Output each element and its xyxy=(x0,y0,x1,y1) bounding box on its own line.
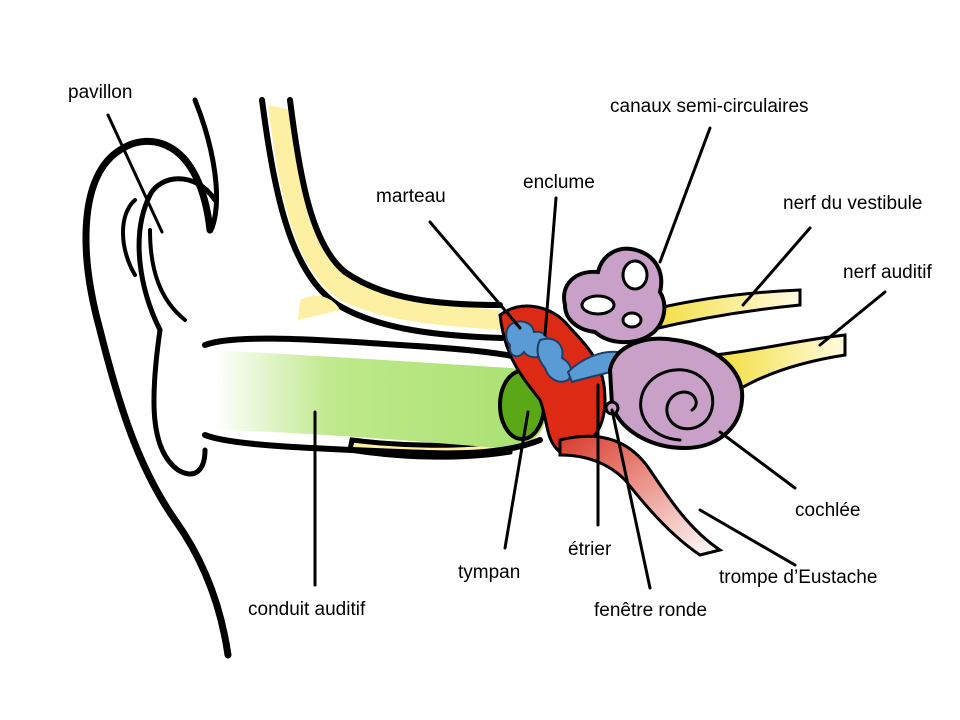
leader-pavillon xyxy=(106,113,164,234)
label-etrier: étrier xyxy=(568,539,612,560)
label-marteau: marteau xyxy=(376,186,446,207)
inner-ear xyxy=(562,246,745,451)
anvil xyxy=(536,337,573,383)
canal-hole-2 xyxy=(580,294,616,316)
bone-posterior xyxy=(298,295,340,320)
leader-trompe-d-eustache xyxy=(698,508,797,567)
ear-canal xyxy=(202,335,546,457)
leader-canaux-semi-circulaires xyxy=(658,126,712,264)
leader-enclume xyxy=(543,196,558,337)
leader-fenetre-ronde xyxy=(610,408,652,590)
leader-marteau xyxy=(428,220,522,330)
leader-cochlee xyxy=(718,430,797,490)
semicircular-canals xyxy=(562,246,667,345)
nerves xyxy=(648,288,847,398)
label-nerf-auditif: nerf auditif xyxy=(843,262,932,283)
pinna xyxy=(82,97,232,659)
leader-tympan xyxy=(503,410,530,550)
label-enclume: enclume xyxy=(523,172,595,193)
leader-lines xyxy=(106,113,887,590)
label-canaux-semi-circulaires: canaux semi-circulaires xyxy=(610,96,809,117)
bone-upper xyxy=(268,105,500,330)
label-nerf-du-vestibule: nerf du vestibule xyxy=(783,193,922,214)
auditory-nerve xyxy=(712,333,847,398)
label-fenetre-ronde: fenêtre ronde xyxy=(594,600,707,621)
labels: pavillon conduit auditif tympan marteau … xyxy=(68,82,932,621)
vestibular-nerve xyxy=(648,288,802,332)
label-trompe-d-eustache: trompe d’Eustache xyxy=(719,567,877,588)
leader-nerf-auditif xyxy=(818,290,887,347)
label-pavillon: pavillon xyxy=(68,82,132,103)
eustachian-tube xyxy=(558,434,724,557)
label-tympan: tympan xyxy=(458,562,520,583)
canal-hole-3 xyxy=(621,311,643,329)
label-cochlee: cochlée xyxy=(795,500,861,521)
leader-nerf-du-vestibule xyxy=(741,226,812,307)
label-conduit-auditif: conduit auditif xyxy=(248,599,366,620)
canal-hole-1 xyxy=(621,259,649,291)
ossicles xyxy=(505,320,627,384)
